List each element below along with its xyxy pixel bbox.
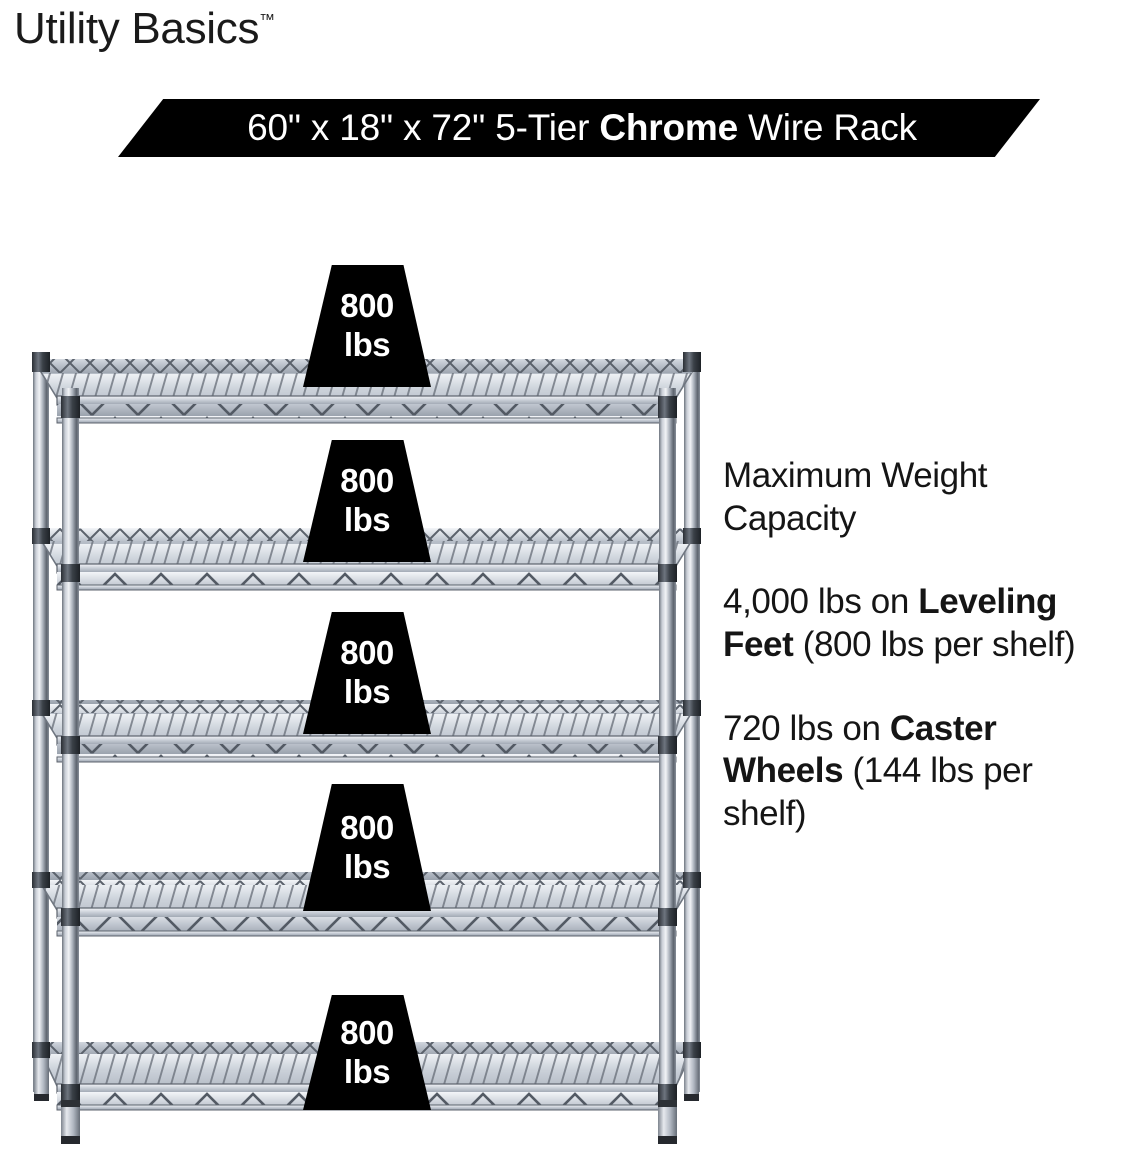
rack-post-front-left	[62, 388, 79, 1110]
leveling-feet-capacity: 4,000 lbs on Leveling Feet (800 lbs per …	[723, 581, 1115, 666]
weight-callout-tier-1: 800 lbs	[303, 265, 431, 387]
weight-callout-tier-5: 800 lbs	[303, 995, 431, 1110]
caster-emphasis: Caster Wheels	[723, 708, 997, 791]
weight-value: 800	[340, 287, 394, 325]
weight-callout-tier-4: 800 lbs	[303, 784, 431, 911]
leveling-emphasis: Leveling Feet	[723, 582, 1058, 665]
capacity-heading: Maximum Weight Capacity	[723, 455, 1115, 540]
capacity-heading-line1: Maximum Weight	[723, 456, 988, 495]
rack-post-front-right	[659, 388, 676, 1110]
trademark-symbol: ™	[259, 12, 276, 29]
weight-value: 800	[340, 808, 394, 846]
weight-callout-tier-2: 800 lbs	[303, 440, 431, 562]
weight-unit: lbs	[343, 673, 391, 710]
weight-callout-tier-3: 800 lbs	[303, 612, 431, 734]
capacity-heading-line2: Capacity	[723, 498, 856, 538]
title-banner: 60" x 18" x 72" 5-Tier Chrome Wire Rack	[118, 99, 1040, 157]
brand-logo: Utility Basics™	[14, 4, 275, 54]
brand-name: Utility Basics	[14, 4, 260, 53]
weight-value: 800	[340, 634, 394, 672]
weight-unit: lbs	[343, 847, 391, 885]
weight-unit: lbs	[343, 501, 391, 538]
banner-dimensions: 60" x 18" x 72"	[247, 107, 486, 148]
banner-product: Wire Rack	[748, 107, 917, 148]
caster-detail: (144 lbs per shelf)	[723, 751, 1033, 834]
weight-value: 800	[340, 462, 394, 500]
leveling-detail: (800 lbs per shelf)	[793, 625, 1076, 665]
weight-value: 800	[340, 1013, 394, 1051]
banner-tier: 5-Tier	[495, 107, 590, 148]
capacity-copy-block: Maximum Weight Capacity 4,000 lbs on Lev…	[723, 455, 1115, 836]
caster-total: 720 lbs on	[723, 708, 890, 748]
caster-wheels-capacity: 720 lbs on Caster Wheels (144 lbs per sh…	[723, 708, 1115, 836]
title-banner-text: 60" x 18" x 72" 5-Tier Chrome Wire Rack	[118, 99, 1040, 157]
weight-unit: lbs	[343, 326, 391, 363]
banner-material: Chrome	[599, 107, 738, 148]
rack-post-back-right	[684, 352, 700, 1092]
leveling-total: 4,000 lbs on	[723, 582, 919, 622]
weight-unit: lbs	[343, 1052, 391, 1090]
rack-post-back-left	[33, 352, 49, 1092]
